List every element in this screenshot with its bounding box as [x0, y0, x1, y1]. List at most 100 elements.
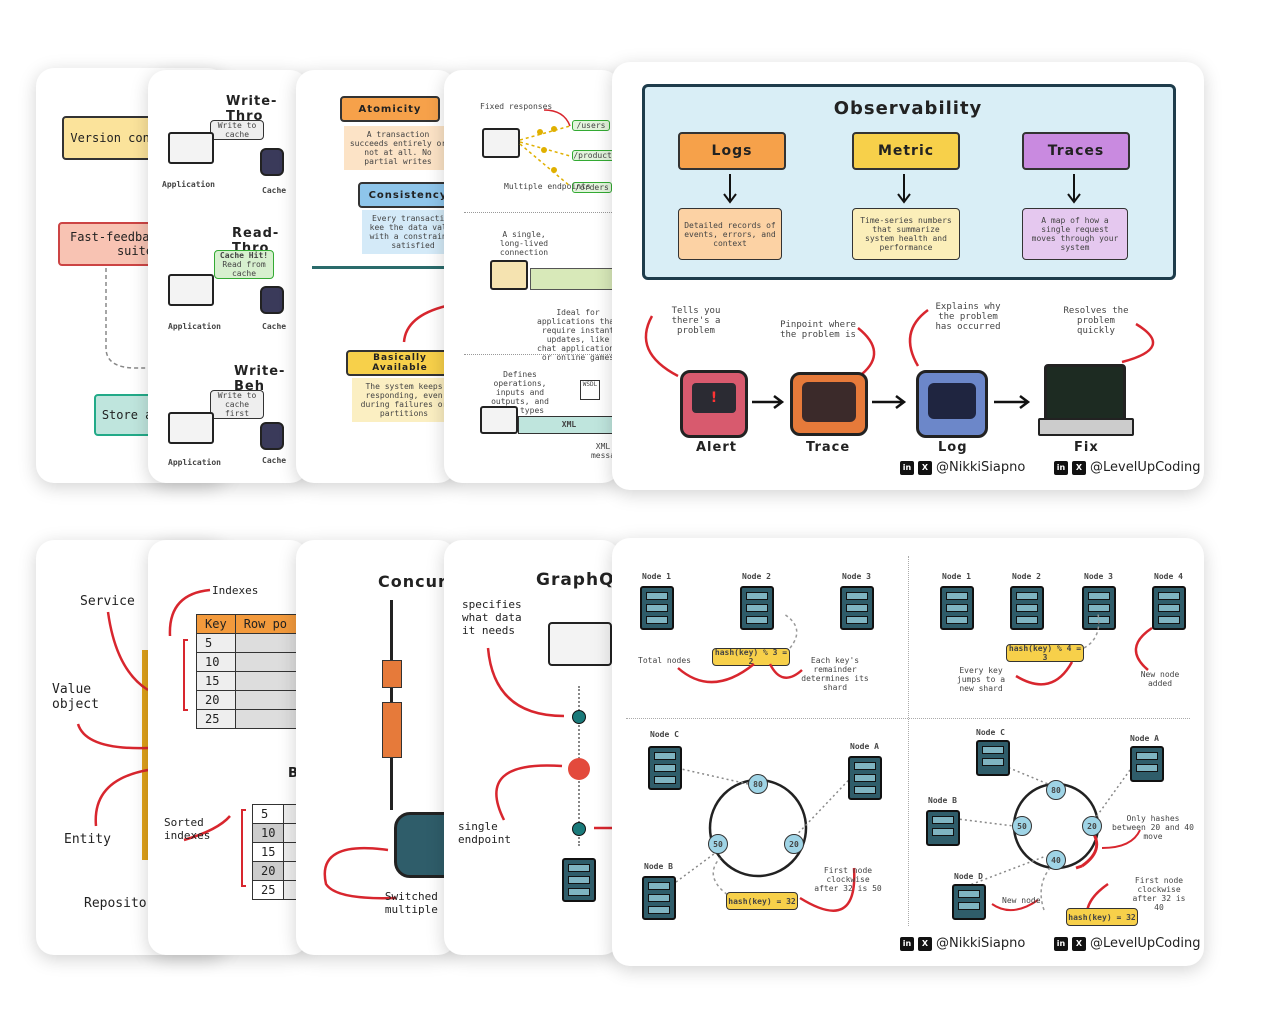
x-icon: X	[1072, 936, 1086, 951]
laptop-icon	[168, 412, 214, 444]
ring-node-20: 20	[1082, 816, 1102, 836]
server-icon	[740, 586, 774, 630]
formula-q4: hash(key) = 32	[1066, 908, 1138, 926]
server-icon	[562, 858, 596, 902]
cache-hit-bubble: Cache Hit!Read from cache	[214, 250, 274, 279]
card-observability: Observability Logs Metric Traces Detaile…	[612, 62, 1204, 490]
new-node-label: New node	[1002, 896, 1041, 905]
annotation-fix: Resolves the problem quickly	[1063, 306, 1129, 336]
linkedin-icon: in	[1054, 460, 1068, 475]
cicd-connector	[105, 268, 226, 369]
entity-label: Entity	[64, 832, 111, 847]
defines-label: Defines operations, inputs and outputs, …	[491, 370, 549, 415]
node-3-label: Node 3	[1084, 572, 1113, 581]
app-label-1: Application	[162, 180, 215, 189]
red-annotation-arrows	[644, 308, 1155, 409]
laptop-icon	[548, 622, 612, 666]
server-icon	[1130, 746, 1164, 782]
thread-block-2	[382, 702, 402, 758]
server-icon	[648, 746, 682, 790]
social-handle-1[interactable]: in X @NikkiSiapno	[900, 460, 1025, 475]
sorted-cell: 20	[251, 861, 285, 881]
cache-label-1: Cache	[262, 186, 287, 195]
repository-label: Repository	[84, 896, 163, 911]
node-2-label: Node 2	[742, 572, 771, 581]
card-concurrency: Concurr Switched b multiple t	[296, 540, 456, 955]
wsdl-doc: WSDL	[580, 380, 600, 400]
ring-node-50: 50	[708, 834, 728, 854]
atomicity-desc: A transaction succeeds entirely or not a…	[344, 126, 452, 170]
service-label: Service	[80, 594, 135, 609]
ring-node-40: 40	[1046, 850, 1066, 870]
linkedin-icon: in	[900, 936, 914, 951]
row-header: Row po	[234, 614, 308, 634]
sorted-cell: 25	[251, 880, 285, 900]
only-hashes-label: Only hashes between 20 and 40 move	[1112, 814, 1194, 841]
card-acid-base: Atomicity A transaction succeeds entirel…	[296, 70, 456, 483]
observability-arrows	[723, 174, 1081, 204]
observability-title: Observability	[833, 98, 983, 119]
x-icon: X	[1072, 460, 1086, 475]
social-handle-1[interactable]: in X @NikkiSiapno	[900, 936, 1025, 951]
endpoint-dot	[568, 758, 590, 780]
server-icon	[640, 586, 674, 630]
app-label-3: Application	[168, 458, 221, 467]
trace-icon	[790, 372, 868, 436]
sorted-cell: 5	[251, 804, 285, 824]
node-a-label: Node A	[850, 742, 879, 751]
users-endpoint: /users	[572, 120, 610, 131]
handle-levelup: @LevelUpCoding	[1090, 460, 1201, 475]
log-label: Log	[938, 440, 968, 455]
logs-box: Logs	[678, 132, 786, 170]
concurrency-title: Concurr	[378, 572, 456, 591]
q2-arrows	[1015, 613, 1153, 686]
node-b-label: Node B	[928, 796, 957, 805]
handle-nikki: @NikkiSiapno	[936, 460, 1026, 475]
handle-nikki: @NikkiSiapno	[936, 936, 1026, 951]
red-arrow	[402, 304, 447, 343]
dotted-divider-2	[464, 354, 614, 355]
horizontal-divider	[626, 718, 1190, 719]
x-icon: X	[918, 936, 932, 951]
x-icon: X	[918, 460, 932, 475]
social-handle-2[interactable]: in X @LevelUpCoding	[1054, 936, 1200, 951]
key-cell: 15	[196, 671, 236, 691]
alert-icon: !	[680, 370, 748, 438]
traces-box: Traces	[1022, 132, 1130, 170]
xml-message-label: XML messa	[590, 442, 616, 460]
sorted-cell: 15	[251, 842, 285, 862]
alert-label: Alert	[696, 440, 737, 455]
server-icon	[940, 586, 974, 630]
fix-laptop-icon	[1044, 364, 1126, 422]
ring-node-50: 50	[1012, 816, 1032, 836]
ring-node-80: 80	[748, 774, 768, 794]
value-object-label: Value object	[52, 682, 99, 712]
social-handle-2[interactable]: in X @LevelUpCoding	[1054, 460, 1200, 475]
fixed-responses-label: Fixed responses	[480, 102, 553, 111]
single-endpoint-label: single endpoint	[458, 820, 511, 846]
laptop-icon	[168, 132, 214, 164]
card-api-styles: Fixed responses /users /products /orders…	[444, 70, 620, 483]
fix-label: Fix	[1074, 440, 1099, 455]
key-cell: 10	[196, 652, 236, 672]
sorted-cell: 10	[251, 823, 285, 843]
node-c-label: Node C	[650, 730, 679, 739]
write-bubble: Write to cache	[210, 120, 264, 140]
server-icon	[976, 740, 1010, 776]
node-dot-1	[572, 710, 586, 724]
ddd-arrows	[76, 611, 149, 827]
first-node-q4-label: First node clockwise after 32 is 40	[1132, 876, 1186, 912]
node-1-label: Node 1	[642, 572, 671, 581]
cache-icon	[260, 148, 284, 176]
consistency-desc: Every transaction kee the data valid wit…	[362, 210, 456, 254]
orders-endpoint: /orders	[572, 182, 612, 193]
metric-desc: Time-series numbers that summarize syste…	[852, 208, 960, 260]
node-4-label: Node 4	[1154, 572, 1183, 581]
dotted-divider	[464, 212, 614, 213]
first-node-q3-label: First node clockwise after 32 is 50	[814, 866, 882, 893]
card-consistent-hashing: Node 1 Node 2 Node 3 hash(key) % 3 = 2 T…	[612, 538, 1204, 966]
server-icon	[1152, 586, 1186, 630]
multiple-endpoints-label: Multiple endpoints	[504, 182, 591, 191]
